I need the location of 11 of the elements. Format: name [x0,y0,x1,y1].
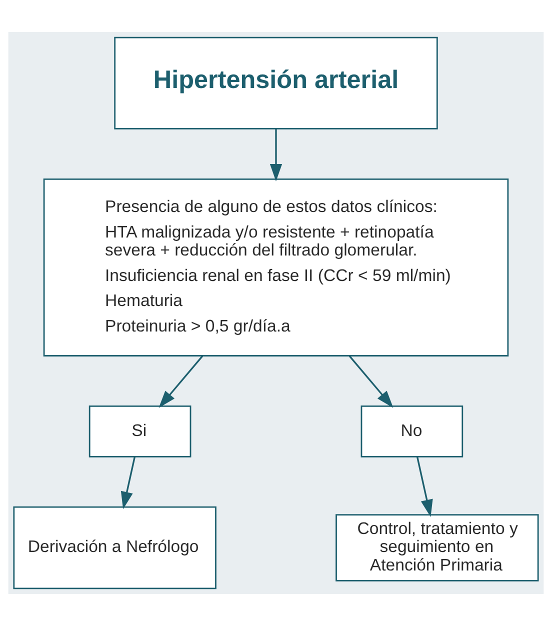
node-box: Presencia de alguno de estos datos clínicos: HTA malignizada y/o resistente + retinopatía severa + reducción del filtrado glomerular. Insuficiencia renal en fase II (CCr < 59 ml/min) Hematuria Proteinuria > 0,5 gr/día.a [43,178,509,356]
arrow [158,355,204,408]
node-box: Control, tratamiento y seguimiento en Atención Primaria [336,514,539,581]
node-box: Hipertensión arterial [114,36,438,129]
node-box: No [360,405,464,457]
node-box: Si [88,405,192,457]
arrow [348,355,394,408]
arrow [416,456,433,517]
arrow [270,128,282,181]
node-box: Derivación a Nefrólogo [13,506,216,589]
arrow [120,456,136,509]
